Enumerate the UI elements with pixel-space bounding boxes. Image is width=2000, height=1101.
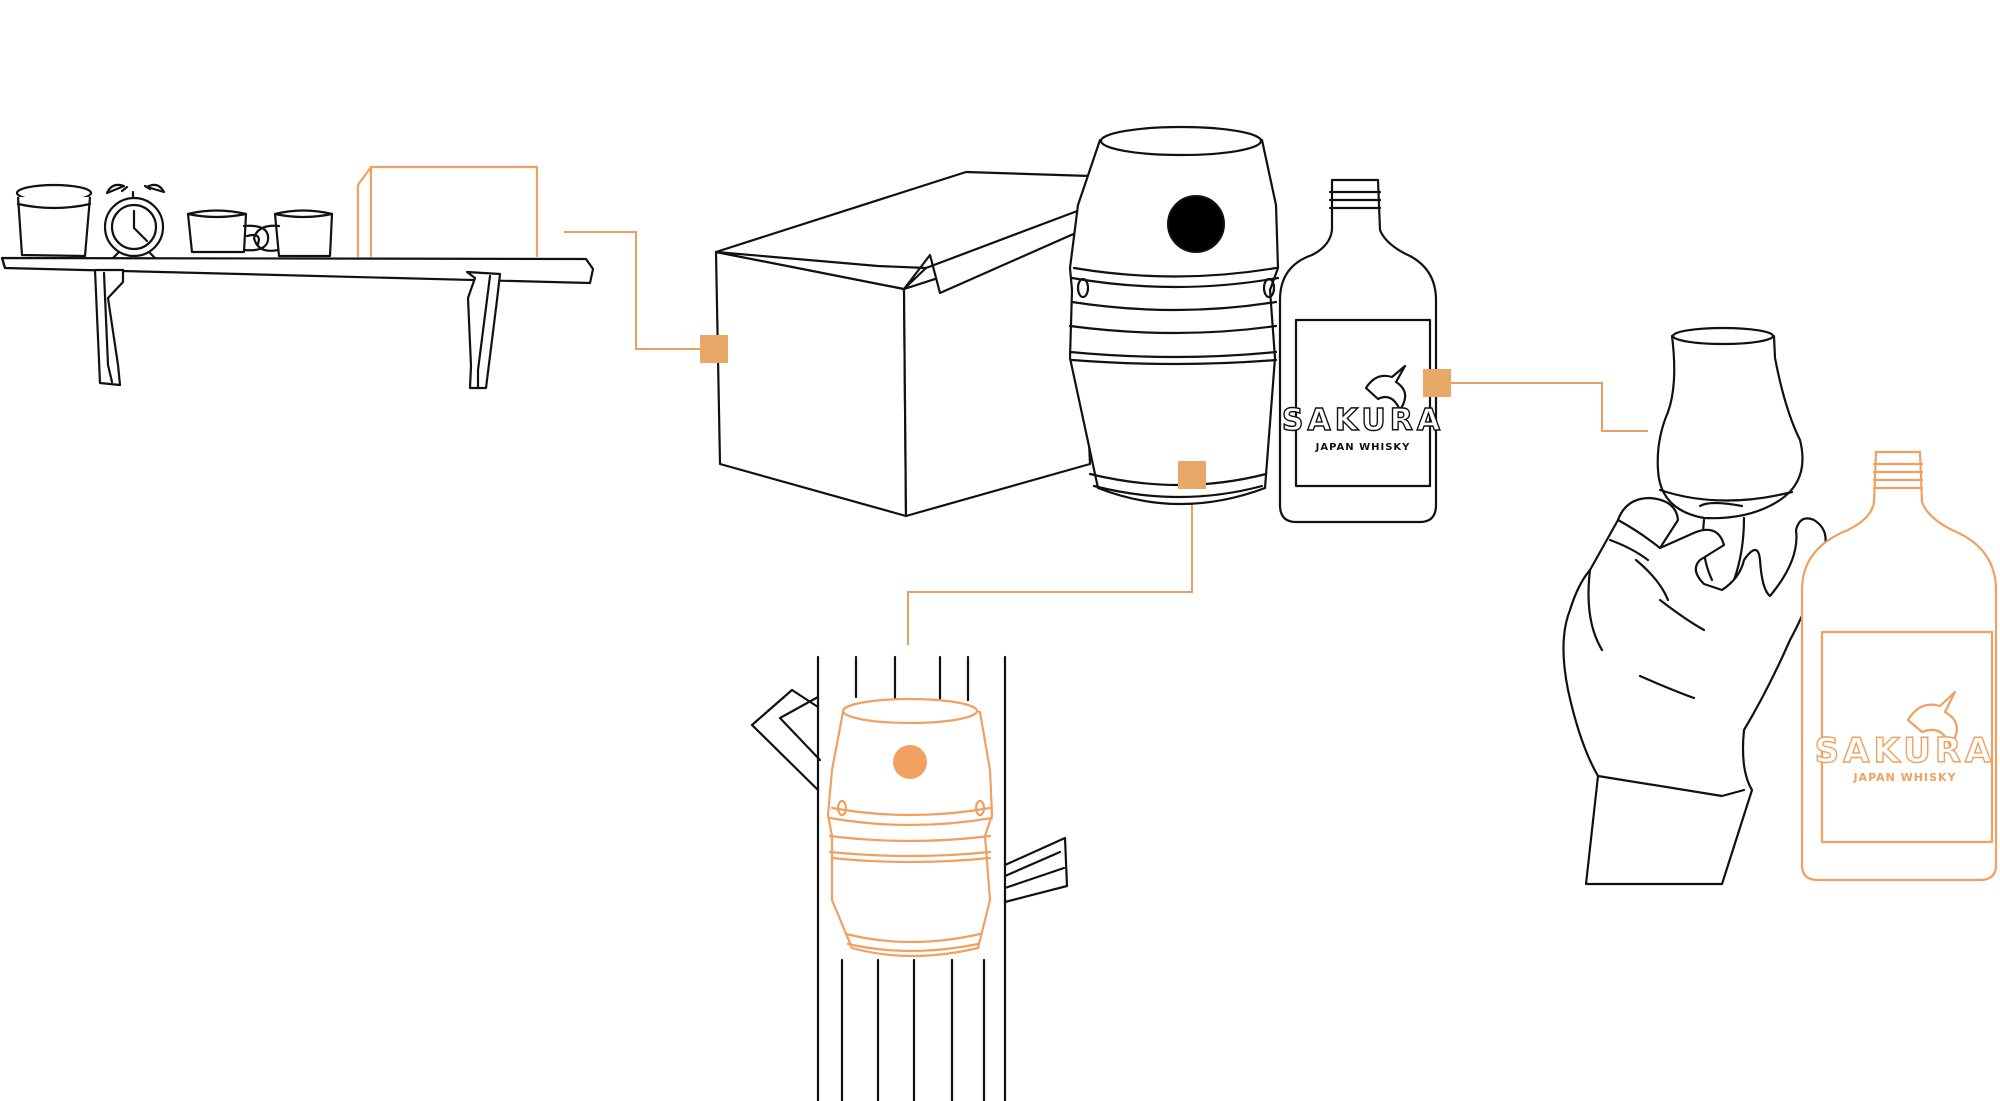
hand-icon bbox=[1562, 496, 1827, 886]
barrel-bung bbox=[1167, 195, 1225, 253]
node-box bbox=[700, 335, 728, 363]
box-icon bbox=[714, 170, 1092, 518]
node-bottle bbox=[1423, 369, 1451, 397]
shelf-orange-box bbox=[356, 165, 539, 258]
barrel-icon bbox=[1068, 125, 1280, 506]
bird-icon bbox=[1364, 364, 1407, 412]
brand-label-black: SAKURA JAPAN WHISKY bbox=[1281, 364, 1444, 453]
tree-icon bbox=[750, 655, 1069, 1101]
tasting-glass-icon bbox=[1656, 326, 1804, 582]
bottle-icon: SAKURA JAPAN WHISKY bbox=[1800, 450, 1998, 882]
brand-subtitle-orange: JAPAN WHISKY bbox=[1852, 771, 1956, 784]
barrel-icon bbox=[826, 697, 994, 958]
cup-icon bbox=[15, 183, 93, 258]
brand-label-orange: SAKURA JAPAN WHISKY bbox=[1814, 690, 1996, 784]
cup-icon bbox=[186, 209, 270, 254]
cup-icon bbox=[252, 209, 334, 258]
connector-shelf-box bbox=[564, 231, 714, 350]
barrel-bung bbox=[893, 745, 927, 779]
node-barrel bbox=[1178, 461, 1206, 489]
alarm-clock-icon bbox=[103, 183, 166, 260]
connectors bbox=[356, 165, 1648, 645]
bottle-icon: SAKURA JAPAN WHISKY bbox=[1278, 178, 1444, 524]
brand-subtitle-black: JAPAN WHISKY bbox=[1315, 442, 1411, 453]
brand-name-black: SAKURA bbox=[1282, 403, 1444, 438]
connector-barrel-tree bbox=[907, 475, 1193, 645]
connector-nodes bbox=[700, 335, 1451, 489]
bird-icon bbox=[1906, 690, 1958, 748]
brand-name-orange: SAKURA bbox=[1815, 731, 1996, 771]
shelf-icon bbox=[0, 183, 595, 390]
connector-bottle-glass bbox=[1437, 382, 1648, 432]
